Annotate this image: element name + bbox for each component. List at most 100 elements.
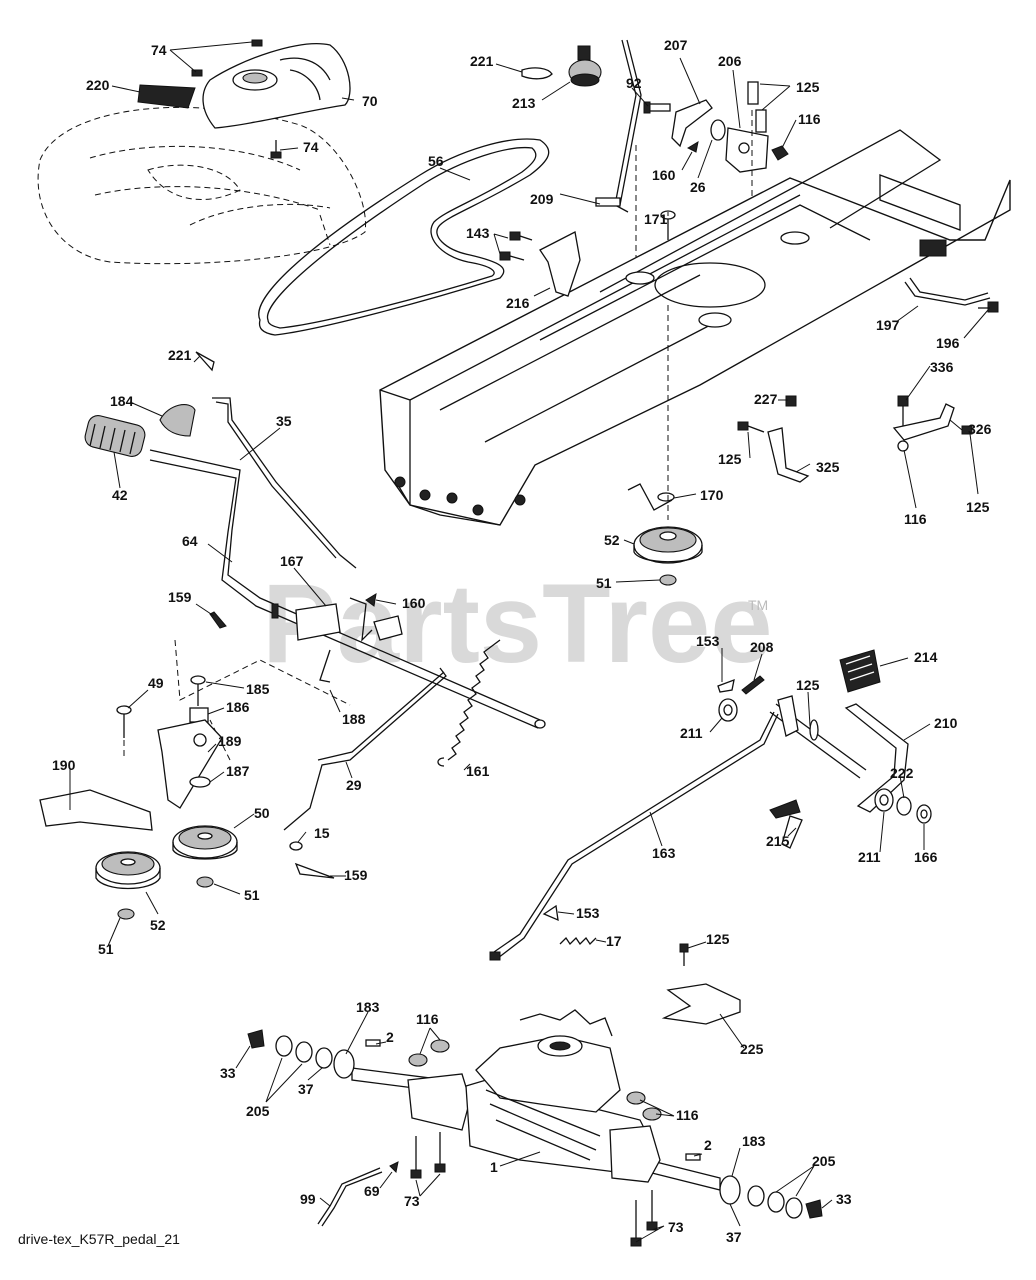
bushing-211-right: [874, 788, 894, 812]
bolt-125-left: [737, 421, 765, 433]
callout-56: 56: [428, 153, 444, 169]
bracket-216: [539, 231, 581, 297]
bolt-227: [785, 395, 797, 407]
bolts-125-top: [747, 81, 767, 133]
nut-51-mid: [196, 876, 214, 888]
callout-50: 50: [254, 805, 270, 821]
screw-74-bottom: [270, 140, 282, 159]
callout-325: 325: [816, 459, 840, 475]
shaft-pedal: [769, 695, 867, 779]
pulley-50: [172, 825, 238, 860]
callout-161: 161: [466, 763, 490, 779]
washer-166: [916, 804, 932, 824]
spring-161: [437, 639, 501, 767]
callout-326: 326: [968, 421, 992, 437]
clip-160-top: [686, 140, 699, 153]
callout-73: 73: [404, 1193, 420, 1209]
callout-51: 51: [244, 887, 260, 903]
grip-42: [84, 415, 146, 457]
rod-29: [283, 667, 447, 831]
callout-159: 159: [168, 589, 192, 605]
callout-15: 15: [314, 825, 330, 841]
watermark-trademark: TM: [748, 597, 768, 613]
callout-210: 210: [934, 715, 958, 731]
callout-42: 42: [112, 487, 128, 503]
rod-163: [489, 711, 779, 961]
callout-211: 211: [858, 849, 881, 865]
callout-143: 143: [466, 225, 490, 241]
callout-166: 166: [914, 849, 938, 865]
linkage-167: [271, 597, 373, 642]
pedal-215: [769, 799, 803, 849]
clip-69: [389, 1161, 399, 1174]
callout-196: 196: [936, 335, 960, 351]
callout-220: 220: [86, 77, 110, 93]
bracket-188: [319, 615, 403, 683]
callout-221: 221: [168, 347, 192, 363]
callout-186: 186: [226, 699, 250, 715]
bolts-73-left: [410, 1132, 446, 1179]
callout-215: 215: [766, 833, 790, 849]
pedal-arm-210: [844, 703, 909, 813]
callout-2: 2: [386, 1029, 394, 1045]
bracket-325: [767, 427, 810, 483]
transaxle-1: [351, 1009, 721, 1191]
bracket-326: [892, 403, 955, 441]
callout-125: 125: [706, 931, 730, 947]
pin-159-bottom: [294, 862, 335, 879]
callout-163: 163: [652, 845, 676, 861]
callout-153: 153: [696, 633, 720, 649]
callout-labels: 74 220 70 74 221 213 92 207 206 125 116 …: [52, 37, 992, 1245]
clip-153-top: [717, 678, 735, 693]
cotter-pin-221-top: [521, 67, 553, 80]
bolt-336: [897, 395, 909, 426]
callout-197: 197: [876, 317, 900, 333]
pulley-52-left: [95, 851, 161, 890]
leader-lines: [69, 41, 989, 1243]
nuts-116-lower: [626, 1091, 662, 1121]
callout-125: 125: [796, 79, 820, 95]
callout-209: 209: [530, 191, 554, 207]
callout-69: 69: [364, 1183, 380, 1199]
decal-220: [137, 84, 196, 109]
spring-17: [559, 936, 597, 946]
callout-185: 185: [246, 681, 270, 697]
callout-116: 116: [904, 511, 927, 527]
callout-116: 116: [798, 111, 821, 127]
bolt-185: [190, 675, 206, 706]
bracket-225: [661, 983, 741, 1025]
axle-washers-left: [247, 1029, 381, 1079]
nut-116-top: [771, 145, 789, 161]
callout-37: 37: [298, 1081, 314, 1097]
knob-184: [159, 404, 196, 437]
watermark: PartsTree: [262, 561, 773, 686]
callout-33: 33: [220, 1065, 236, 1081]
callout-153: 153: [576, 905, 600, 921]
clip-160-mid: [365, 593, 377, 607]
callout-29: 29: [346, 777, 362, 793]
callout-125: 125: [718, 451, 742, 467]
bolt-125-bracket: [679, 943, 689, 966]
callout-190: 190: [52, 757, 76, 773]
callout-116: 116: [416, 1011, 439, 1027]
callout-37: 37: [726, 1229, 742, 1245]
spacer-187: [189, 776, 211, 788]
nuts-116-upper: [408, 1039, 450, 1067]
callout-183: 183: [356, 999, 380, 1015]
callout-187: 187: [226, 763, 250, 779]
clip-153-bottom: [542, 904, 559, 922]
callout-74: 74: [151, 42, 167, 58]
callout-184: 184: [110, 393, 134, 409]
callout-206: 206: [718, 53, 742, 69]
callout-51: 51: [98, 941, 114, 957]
chassis-frame: [379, 129, 1011, 526]
nut-51-right: [659, 574, 677, 586]
plate-189: [157, 719, 223, 809]
callout-52: 52: [150, 917, 166, 933]
rod-197: [904, 277, 991, 306]
callout-227: 227: [754, 391, 778, 407]
callout-167: 167: [280, 553, 304, 569]
callout-208: 208: [750, 639, 774, 655]
screw-74-top: [191, 39, 263, 77]
